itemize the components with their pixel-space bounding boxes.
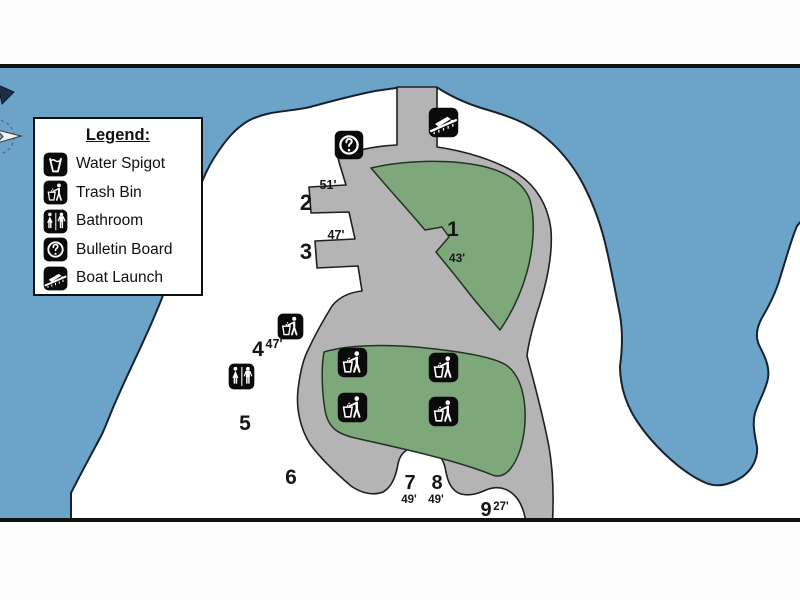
site-8-length-label: 49' <box>428 494 444 506</box>
site-2-number: 2 <box>300 190 312 215</box>
water-spigot-icon <box>43 152 68 177</box>
legend-item-label: Bulletin Board <box>76 240 173 258</box>
site-1-length-label: 43' <box>449 251 465 265</box>
site-3-number: 3 <box>300 239 312 264</box>
grass-area-lower <box>321 344 526 477</box>
site-4-length-label: 47' <box>266 337 283 351</box>
site-5-number: 5 <box>239 412 251 435</box>
trash-bin-icon <box>337 347 368 378</box>
grass-area-upper <box>370 160 534 331</box>
site-8-number: 8 <box>431 472 442 494</box>
legend-item-label: Bathroom <box>76 212 144 230</box>
trash-bin-icon <box>428 352 459 383</box>
legend-item-label: Water Spigot <box>76 155 166 173</box>
trash-bin-icon <box>43 180 68 205</box>
site-2-length-label: 51' <box>320 178 337 192</box>
compass-rose-icon <box>0 85 23 155</box>
site-4-number: 4 <box>252 338 264 361</box>
site-7-length-label: 49' <box>401 494 417 506</box>
trash-bin-icon <box>337 392 368 423</box>
legend-item-boat-launch: Boat Launch <box>43 264 193 293</box>
legend-item-bathroom: Bathroom <box>43 207 193 236</box>
bulletin-board-icon <box>43 237 68 262</box>
bulletin-board-icon <box>334 130 364 160</box>
site-6-number: 6 <box>285 466 297 489</box>
site-9-length-label: 27' <box>493 501 509 513</box>
boat-launch-icon <box>428 107 459 138</box>
site-3-length-label: 47' <box>328 228 345 242</box>
trash-bin-icon <box>428 396 459 427</box>
legend-title: Legend: <box>85 126 151 144</box>
boat-launch-icon <box>43 266 68 291</box>
site-1-number: 1 <box>447 218 459 241</box>
trash-bin-icon <box>277 313 304 340</box>
legend-box: Legend: Water Spigot Trash Bin Bathroom … <box>33 117 203 296</box>
bathroom-icon <box>43 209 68 234</box>
map-bottom-border <box>0 518 800 522</box>
legend-item-water-spigot: Water Spigot <box>43 150 193 179</box>
bathroom-icon <box>228 363 255 390</box>
map-top-border <box>0 64 800 68</box>
site-7-number: 7 <box>404 472 415 494</box>
site-9-number: 9 <box>480 499 491 521</box>
legend-item-bulletin-board: Bulletin Board <box>43 236 193 265</box>
legend-item-trash-bin: Trash Bin <box>43 179 193 208</box>
legend-item-label: Trash Bin <box>76 183 142 201</box>
legend-item-label: Boat Launch <box>76 269 164 287</box>
